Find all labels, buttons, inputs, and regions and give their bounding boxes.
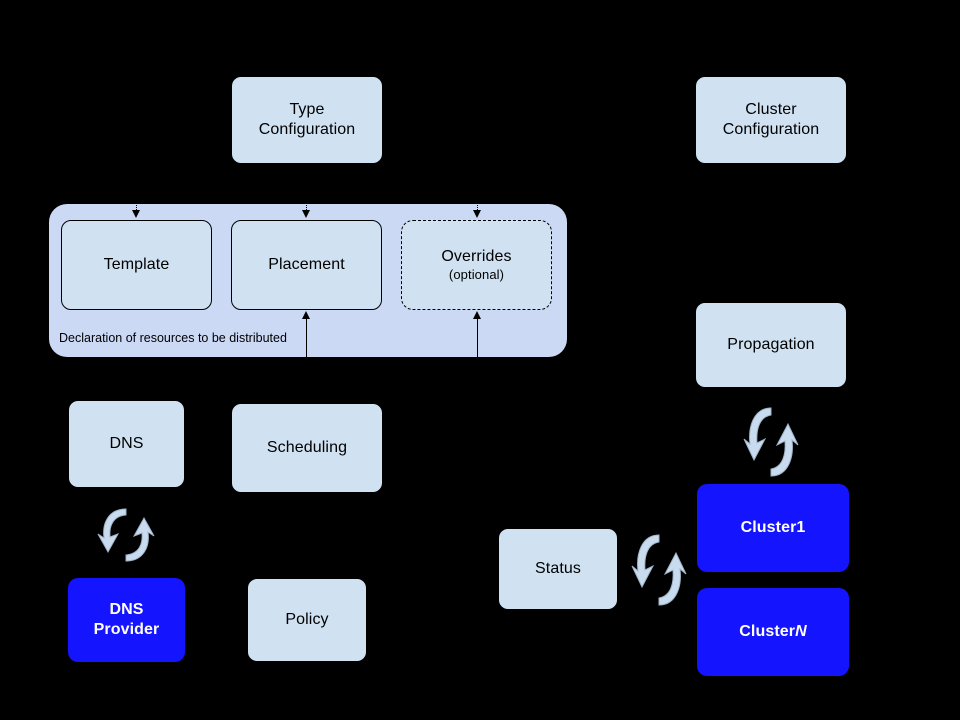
node-placement[interactable]: Placement bbox=[231, 220, 382, 310]
arrowhead-placement-up bbox=[302, 311, 310, 319]
arrowhead-overrides-up bbox=[473, 311, 481, 319]
arrowhead-template bbox=[132, 210, 140, 218]
connector-typeconfig-to-overrides bbox=[477, 200, 478, 212]
connector-typeconfig-to-template bbox=[136, 200, 137, 212]
node-template[interactable]: Template bbox=[61, 220, 212, 310]
node-propagation[interactable]: Propagation bbox=[695, 302, 847, 388]
node-cluster-1-label-prefix: Cluster bbox=[740, 519, 797, 536]
arrowhead-placement bbox=[302, 210, 310, 218]
arrowhead-overrides bbox=[473, 210, 481, 218]
sync-loop-icon-status bbox=[626, 525, 692, 615]
node-status[interactable]: Status bbox=[498, 528, 618, 610]
node-cluster-n-label-prefix: Cluster bbox=[739, 623, 796, 640]
node-overrides-sublabel: (optional) bbox=[448, 266, 505, 282]
sync-loop-icon-propagation bbox=[738, 398, 804, 486]
container-caption: Declaration of resources to be distribut… bbox=[59, 331, 287, 345]
node-policy[interactable]: Policy bbox=[247, 578, 367, 662]
connector-typeconfig-to-placement bbox=[306, 200, 307, 212]
node-overrides-label: Overrides bbox=[441, 247, 512, 265]
node-scheduling[interactable]: Scheduling bbox=[231, 403, 383, 493]
connector-policy-to-overrides bbox=[477, 318, 478, 357]
node-cluster-1-label-suffix: 1 bbox=[796, 519, 806, 536]
node-cluster-1[interactable]: Cluster 1 bbox=[697, 484, 849, 572]
node-overrides[interactable]: Overrides (optional) bbox=[401, 220, 552, 310]
sync-loop-icon-dns bbox=[90, 500, 162, 570]
node-type-configuration[interactable]: Type Configuration bbox=[231, 76, 383, 164]
node-cluster-n-label-suffix: N bbox=[795, 623, 807, 640]
connector-scheduling-to-placement bbox=[306, 318, 307, 357]
node-dns[interactable]: DNS bbox=[68, 400, 185, 488]
node-dns-provider[interactable]: DNS Provider bbox=[68, 578, 185, 662]
node-cluster-configuration[interactable]: Cluster Configuration bbox=[695, 76, 847, 164]
node-cluster-n[interactable]: Cluster N bbox=[697, 588, 849, 676]
